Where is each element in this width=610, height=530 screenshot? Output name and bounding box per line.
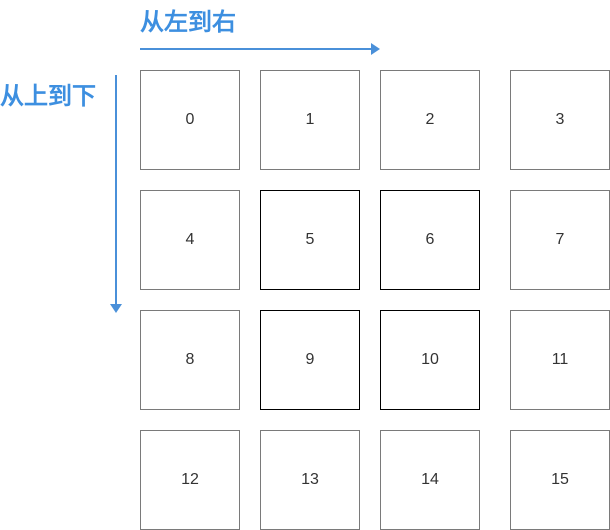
cell-9: 9 xyxy=(260,310,360,410)
cell-8: 8 xyxy=(140,310,240,410)
cell-14: 14 xyxy=(380,430,480,530)
cell-10: 10 xyxy=(380,310,480,410)
cell-15: 15 xyxy=(510,430,610,530)
cell-5: 5 xyxy=(260,190,360,290)
cell-3: 3 xyxy=(510,70,610,170)
cell-7: 7 xyxy=(510,190,610,290)
cell-12: 12 xyxy=(140,430,240,530)
vertical-direction-label: 从上到下 xyxy=(0,82,96,110)
cell-1: 1 xyxy=(260,70,360,170)
cell-4: 4 xyxy=(140,190,240,290)
cell-13: 13 xyxy=(260,430,360,530)
cell-2: 2 xyxy=(380,70,480,170)
cell-11: 11 xyxy=(510,310,610,410)
right-arrow-icon xyxy=(140,43,380,55)
cell-6: 6 xyxy=(380,190,480,290)
horizontal-direction-label: 从左到右 xyxy=(140,8,236,36)
cell-0: 0 xyxy=(140,70,240,170)
down-arrow-icon xyxy=(110,75,122,313)
